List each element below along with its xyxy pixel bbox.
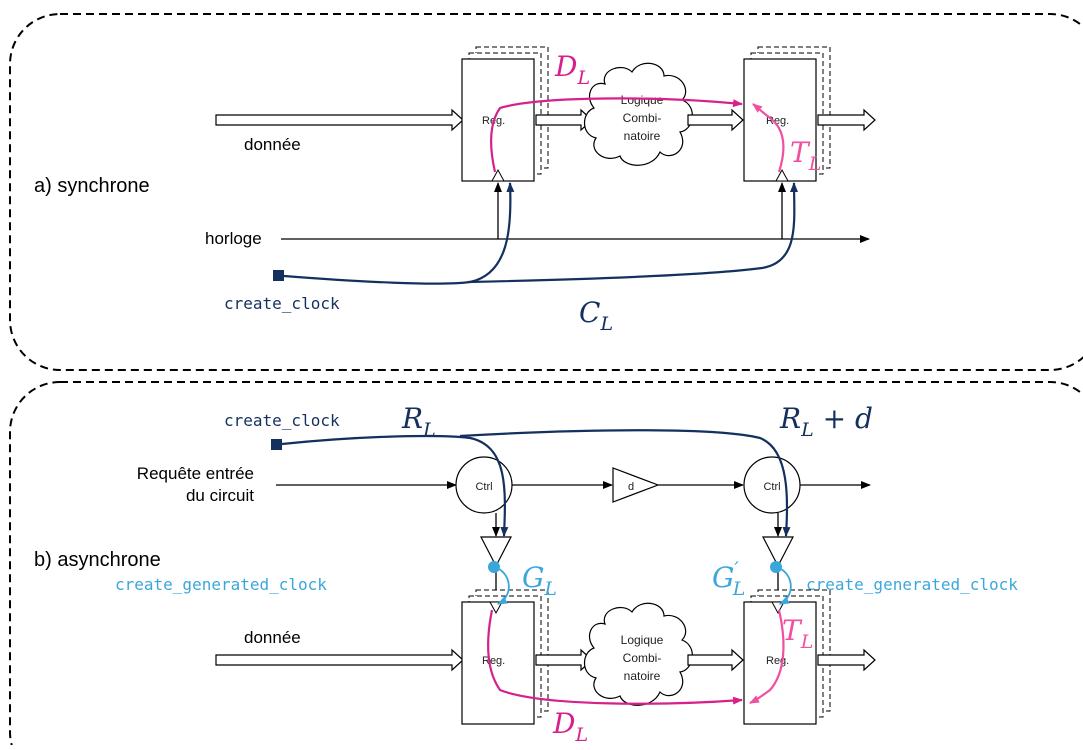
panel-b-border <box>9 381 1083 750</box>
panel-a-border <box>9 13 1083 371</box>
rl-label: RL <box>401 402 436 441</box>
data-label-b: donnée <box>244 628 301 647</box>
dl-label-a: DL <box>554 50 590 89</box>
register-right-b: Reg. <box>743 589 831 725</box>
dl-label-b: DL <box>552 707 588 745</box>
cl-label: CL <box>579 296 613 335</box>
ctrl-left-label: Ctrl <box>475 481 492 493</box>
gl-prime-label: G′L <box>712 558 745 600</box>
register-right-b-label: Reg. <box>766 655 789 667</box>
tl-label-a: TL <box>790 136 821 175</box>
data-label-a: donnée <box>244 135 301 154</box>
logic-cloud-a: Logique Combi- natoire <box>583 62 693 166</box>
setup-path-tl-a <box>752 103 785 173</box>
logic-b-line3: natoire <box>624 669 661 683</box>
generated-clock-arc-right <box>775 566 792 605</box>
logic-b-line1: Logique <box>621 633 664 647</box>
create-clock-label-b: create_clock <box>224 411 340 430</box>
create-clock-label-a: create_clock <box>224 294 340 313</box>
data-path-dl-a <box>489 97 743 173</box>
generated-clock-arc-left <box>493 566 510 605</box>
buffer-right <box>762 536 794 568</box>
delay-label: d <box>628 481 634 493</box>
register-left-a: Reg. <box>461 46 549 182</box>
logic-to-reg-arrow-b <box>687 648 744 672</box>
logic-a-line1: Logique <box>621 93 664 107</box>
buffer-left <box>480 536 512 568</box>
create-clock-marker-a <box>273 270 284 281</box>
ctrl-right-label: Ctrl <box>763 481 780 493</box>
output-arrow-a <box>817 108 876 132</box>
panel-synchrone: a) synchrone donnée horloge create_clock… <box>9 13 1083 371</box>
rl-plus-d-label: RL + d <box>779 402 873 441</box>
clock-path-rl-right <box>459 429 791 537</box>
request-label-line2: du circuit <box>186 486 254 505</box>
clock-label: horloge <box>205 229 262 248</box>
tl-label-b: TL <box>782 614 813 653</box>
logic-a-line3: natoire <box>624 129 661 143</box>
logic-to-reg-arrow-a <box>687 108 744 132</box>
data-input-arrow-a <box>215 108 464 132</box>
data-path-dl-b <box>487 609 743 705</box>
clock-path-cl-right <box>467 182 799 284</box>
create-clock-marker-b <box>271 439 282 450</box>
register-left-b: Reg. <box>461 589 549 725</box>
panel-asynchrone: b) asynchrone Requête entrée du circuit … <box>9 381 1083 750</box>
register-right-a-label: Reg. <box>766 115 789 127</box>
gl-label: GL <box>522 561 557 600</box>
delay-element <box>612 467 660 503</box>
panel-b-label: b) asynchrone <box>34 549 161 571</box>
data-input-arrow-b <box>215 648 464 672</box>
request-label-line1: Requête entrée <box>137 464 254 483</box>
panel-a-label: a) synchrone <box>34 175 150 197</box>
clock-path-rl-left <box>281 434 509 537</box>
logic-b-line2: Combi- <box>623 651 662 665</box>
register-right-a: Reg. <box>743 46 831 182</box>
output-arrow-b <box>817 648 876 672</box>
register-left-b-label: Reg. <box>482 655 505 667</box>
logic-cloud-b: Logique Combi- natoire <box>583 602 693 706</box>
create-generated-clock-label-right: create_generated_clock <box>806 575 1018 594</box>
clock-path-cl-left <box>283 182 515 285</box>
create-generated-clock-label-left: create_generated_clock <box>115 575 327 594</box>
logic-a-line2: Combi- <box>623 111 662 125</box>
setup-path-tl-b <box>749 609 785 704</box>
